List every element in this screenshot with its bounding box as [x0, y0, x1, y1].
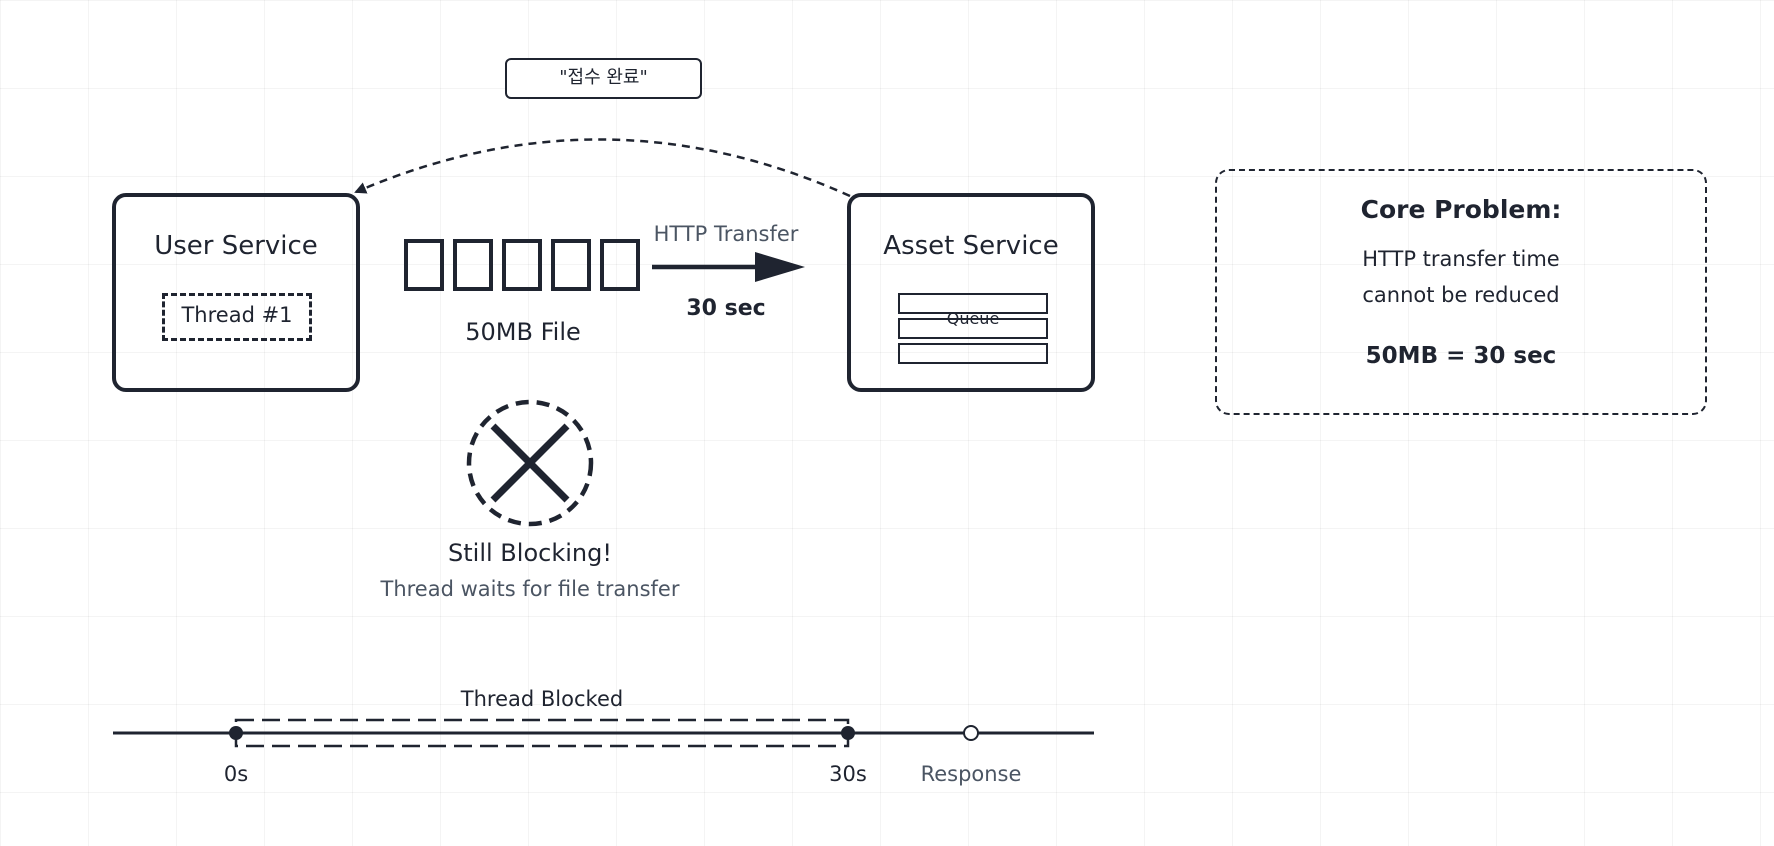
file-icon	[404, 239, 644, 295]
core-problem-title: Core Problem:	[1360, 195, 1562, 224]
timeline-start-label: 0s	[223, 762, 249, 786]
thread-blocked-label: Thread Blocked	[460, 687, 624, 711]
queue-label: Queue	[946, 309, 1000, 328]
thread-label: Thread #1	[181, 303, 293, 327]
core-problem-line2: cannot be reduced	[1362, 283, 1560, 307]
thread-box: Thread #1	[162, 293, 312, 341]
queue-slot	[898, 318, 1048, 339]
queue-stack: Queue	[898, 293, 1048, 367]
user-service-title: User Service	[154, 231, 318, 261]
transfer-arrow-head	[755, 252, 805, 282]
core-problem-line1: HTTP transfer time	[1362, 247, 1560, 271]
blocking-subtitle: Thread waits for file transfer	[380, 577, 680, 601]
queue-slot	[898, 343, 1048, 364]
response-curve-arrow	[354, 138, 851, 198]
callout-box: "접수 완료"	[505, 58, 702, 99]
core-problem-box: Core Problem: HTTP transfer time cannot …	[1215, 169, 1707, 415]
asset-service-title: Asset Service	[883, 231, 1059, 261]
transfer-duration: 30 sec	[686, 296, 766, 321]
blocking-title: Still Blocking!	[448, 539, 612, 567]
file-label: 50MB File	[465, 318, 581, 346]
timeline-response-label: Response	[920, 762, 1022, 786]
timeline	[113, 718, 1094, 748]
timeline-response-dot	[963, 725, 979, 741]
timeline-start-dot	[229, 726, 243, 740]
timeline-end-label: 30s	[829, 762, 867, 786]
user-service-box: User Service Thread #1	[112, 193, 360, 392]
asset-service-box: Asset Service Queue	[847, 193, 1095, 392]
timeline-end-dot	[841, 726, 855, 740]
core-problem-equation: 50MB = 30 sec	[1365, 343, 1557, 369]
queue-slot	[898, 293, 1048, 314]
blocked-x-icon	[466, 399, 594, 527]
callout-label: "접수 완료"	[559, 67, 648, 88]
transfer-label: HTTP Transfer	[653, 222, 799, 246]
